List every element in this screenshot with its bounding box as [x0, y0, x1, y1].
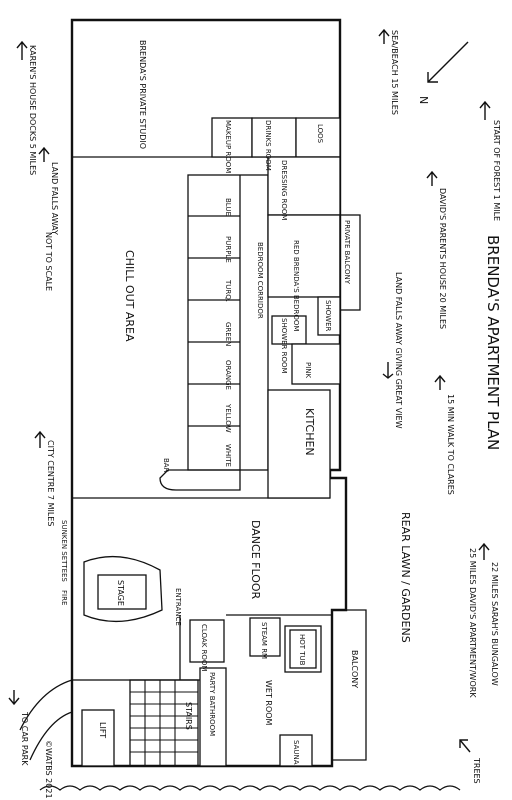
drinks-room [251, 117, 297, 158]
bedroom-label-orange: ORANGE [224, 360, 232, 390]
arrow-land-falls-right [382, 362, 394, 379]
bar-counter [159, 469, 241, 491]
bedroom-label-white: WHITE [224, 444, 232, 467]
shower-label: SHOWER [324, 300, 332, 332]
signature: ©WATBS 2021 [44, 740, 53, 799]
private-balcony-area [339, 214, 361, 311]
sea-note: SEA/BEACH 15 MILES [390, 30, 399, 115]
car-park-road [19, 679, 73, 761]
arrow-forest [479, 100, 491, 120]
stage-shape [83, 555, 163, 623]
arrow-sea [378, 28, 390, 44]
trees-note: TREES [472, 757, 481, 784]
rear-lawn-label: REAR LAWN / GARDENS [399, 512, 412, 643]
pink-room [291, 343, 341, 385]
entrance-label: ENTRANCE [174, 588, 182, 626]
forest-note: START OF FOREST 1 MILE [492, 120, 501, 221]
pink-label: PINK [304, 362, 312, 379]
city-centre-note: CITY CENTRE 7 MILES [46, 440, 55, 526]
red-bedroom-label: RED BRENDA'S BEDROOM [292, 240, 300, 331]
steam-room-label: STEAM RM [260, 622, 268, 659]
scale-note: NOT TO SCALE [44, 232, 53, 291]
dance-floor-label: DANCE FLOOR [249, 520, 262, 600]
arrow-walk [434, 374, 446, 390]
land-falls-right-note: LAND FALLS AWAY GIVING GREAT VIEW [394, 272, 403, 429]
chill-out-label: CHILL OUT AREA [123, 250, 136, 342]
hot-tub [284, 625, 322, 673]
arrow-davids-parents [426, 170, 438, 186]
balcony-label: BALCONY [350, 650, 359, 688]
shower-room-label: SHOWER ROOM [280, 318, 288, 374]
party-bathroom-label: PARTY BATHROOM [208, 672, 216, 736]
bedroom-label-turq: TURQ. [224, 279, 232, 302]
sauna-label: SAUNA [292, 740, 300, 765]
dressing-room [267, 156, 341, 216]
arrow-trees [459, 739, 471, 753]
walk-note: 15 MIN WALK TO CLARES [446, 394, 455, 495]
hot-tub-inner [289, 629, 317, 669]
karens-house-note: KAREN'S HOUSE DOCKS 5 MILES [28, 45, 37, 175]
lift [81, 709, 115, 767]
balcony-outline [332, 609, 367, 761]
fire-label: FIRE [60, 590, 68, 605]
steam-room [249, 617, 281, 657]
loos-label: LOOS [316, 124, 324, 144]
red-bedroom [267, 214, 341, 298]
drinks-room-label: DRINKS ROOM [264, 120, 272, 171]
sunken-settees-label: SUNKEN SETTEES [60, 520, 68, 582]
bedroom-label-purple: PURPLE [224, 236, 232, 263]
kitchen-label: KITCHEN [303, 408, 316, 456]
trees-scribble [39, 785, 461, 791]
davids-parents-note: DAVID'S PARENTS HOUSE 20 MILES [438, 188, 447, 329]
bedroom-dividers [188, 215, 240, 427]
bar-label: BAR [162, 458, 170, 473]
makeup-room [211, 117, 253, 158]
arrow-land-falls-left [38, 146, 50, 162]
party-bathroom [199, 667, 227, 767]
bedroom-label-green: GREEN [224, 322, 232, 346]
arrow-north [427, 41, 469, 83]
cloak-room [189, 619, 225, 663]
stairs-label: STAIRS [184, 702, 193, 730]
bedroom-label-yellow: YELLOW [224, 403, 232, 433]
bedroom-corridor-label: BEDROOM CORRIDOR [256, 242, 264, 319]
wet-room-label: WET ROOM [264, 680, 273, 726]
north-marker: N [417, 96, 430, 104]
car-park-note: TO CAR PARK [20, 711, 29, 766]
land-falls-left-note: LAND FALLS AWAY [50, 162, 59, 235]
cloak-room-label: CLOAK ROOM [200, 624, 208, 671]
studio-label: BRENDA'S PRIVATE STUDIO [138, 40, 147, 149]
shower-room [271, 315, 307, 345]
stairs-treads [129, 679, 199, 767]
dressing-room-label: DRESSING ROOM [280, 160, 288, 220]
arrow-karen [16, 40, 28, 60]
sarah-note: 22 MILES SARAH'S BUNGALOW [490, 562, 499, 686]
plan-title: BRENDA'S APARTMENT PLAN [484, 235, 502, 450]
hot-tub-label: HOT TUB [298, 634, 306, 666]
sauna [279, 734, 313, 767]
arrow-sarah [478, 542, 490, 560]
private-balcony-label: PRIVATE BALCONY [343, 220, 351, 285]
david-work-note: 25 MILES DAVID'S APARTMENT/WORK [468, 548, 477, 698]
stage-inner [97, 574, 147, 610]
kitchen-room [267, 389, 331, 499]
lift-label: LIFT [98, 722, 107, 738]
stage-label: STAGE [116, 580, 125, 606]
shower [317, 296, 341, 336]
arrow-car-park [8, 690, 20, 706]
bedroom-label-blue: BLUE [224, 198, 232, 216]
makeup-room-label: MAKEUP ROOM [224, 120, 232, 173]
arrow-city [34, 430, 46, 448]
